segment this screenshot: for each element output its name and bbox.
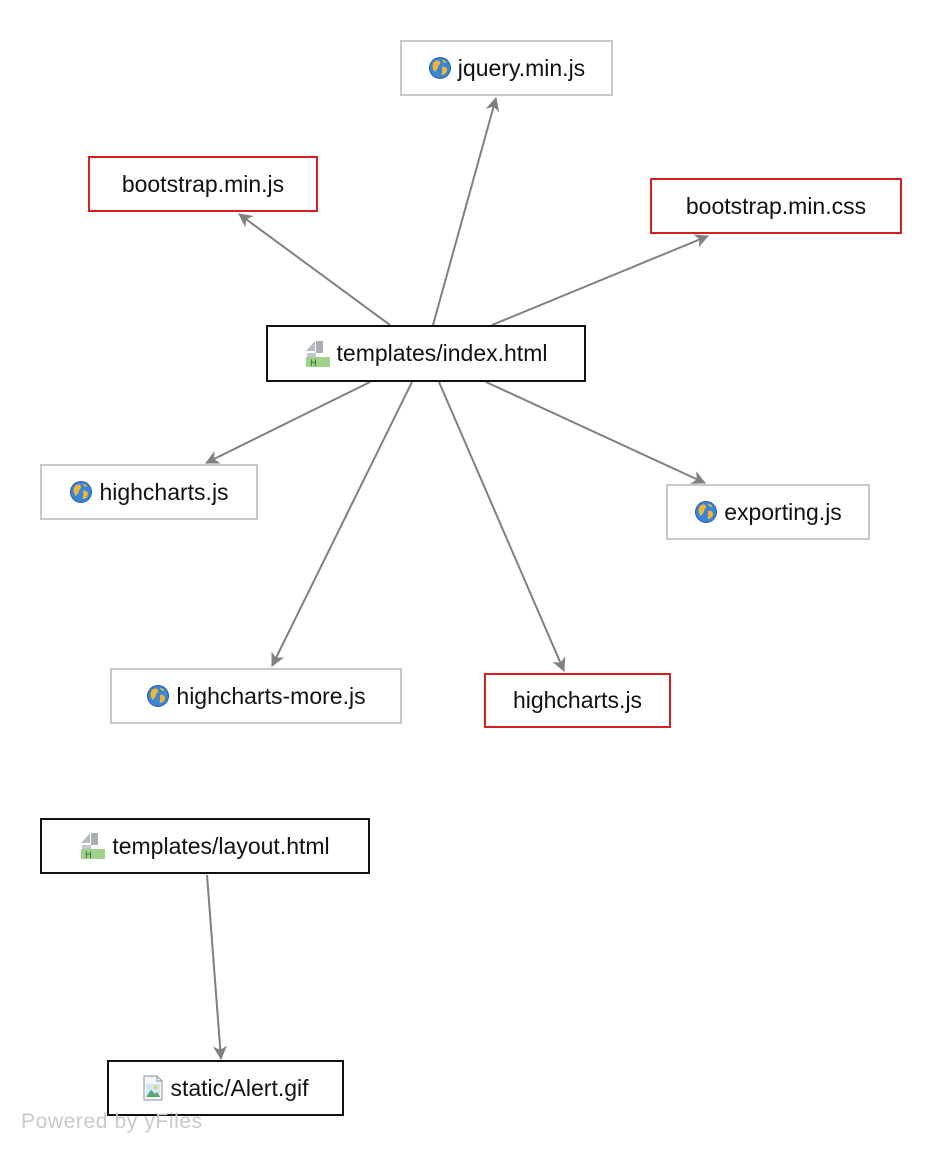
- node-bootstrap-js[interactable]: bootstrap.min.js: [88, 156, 318, 212]
- globe-icon: [147, 685, 170, 707]
- edge-index-to-exporting: [485, 381, 706, 484]
- svg-text:H: H: [310, 359, 317, 368]
- edge-index-to-bootstrap-css: [491, 234, 709, 326]
- globe-icon: [428, 57, 451, 79]
- node-label: templates/layout.html: [112, 832, 330, 859]
- svg-text:H: H: [85, 851, 92, 860]
- node-label: jquery.min.js: [457, 54, 586, 81]
- yfiles-watermark: Powered by yFiles: [21, 1110, 203, 1133]
- node-label: exporting.js: [724, 498, 842, 525]
- node-label: highcharts.js: [99, 478, 229, 505]
- edge-index-to-jquery: [432, 97, 500, 326]
- node-templates-layout[interactable]: H templates/layout.html: [40, 818, 370, 874]
- html-file-icon: H: [305, 340, 330, 368]
- node-templates-index[interactable]: H templates/index.html: [266, 325, 586, 382]
- node-label: bootstrap.min.css: [685, 192, 867, 219]
- node-highcharts-more[interactable]: highcharts-more.js: [110, 668, 402, 724]
- node-static-alert-gif[interactable]: static/Alert.gif: [107, 1060, 344, 1116]
- node-label: static/Alert.gif: [170, 1074, 309, 1101]
- node-label: highcharts-more.js: [176, 682, 366, 709]
- html-file-icon: H: [81, 833, 106, 860]
- node-label: templates/index.html: [336, 340, 548, 366]
- node-jquery[interactable]: jquery.min.js: [400, 40, 613, 96]
- globe-icon: [695, 501, 718, 523]
- node-bootstrap-css[interactable]: bootstrap.min.css: [650, 178, 902, 234]
- node-highcharts-missing[interactable]: highcharts.js: [484, 673, 671, 728]
- image-file-icon: [143, 1075, 164, 1101]
- edge-index-to-highcharts-missing: [438, 381, 566, 672]
- node-highcharts-ext[interactable]: highcharts.js: [40, 464, 258, 520]
- edge-layout-to-alert-gif: [206, 874, 227, 1060]
- node-label: highcharts.js: [512, 687, 643, 713]
- node-exporting[interactable]: exporting.js: [666, 484, 870, 540]
- edge-index-to-highcharts-more: [271, 381, 413, 667]
- edge-index-to-highcharts-ext: [205, 381, 371, 464]
- globe-icon: [70, 481, 93, 503]
- edge-index-to-bootstrap-js: [238, 213, 391, 326]
- node-label: bootstrap.min.js: [121, 170, 285, 197]
